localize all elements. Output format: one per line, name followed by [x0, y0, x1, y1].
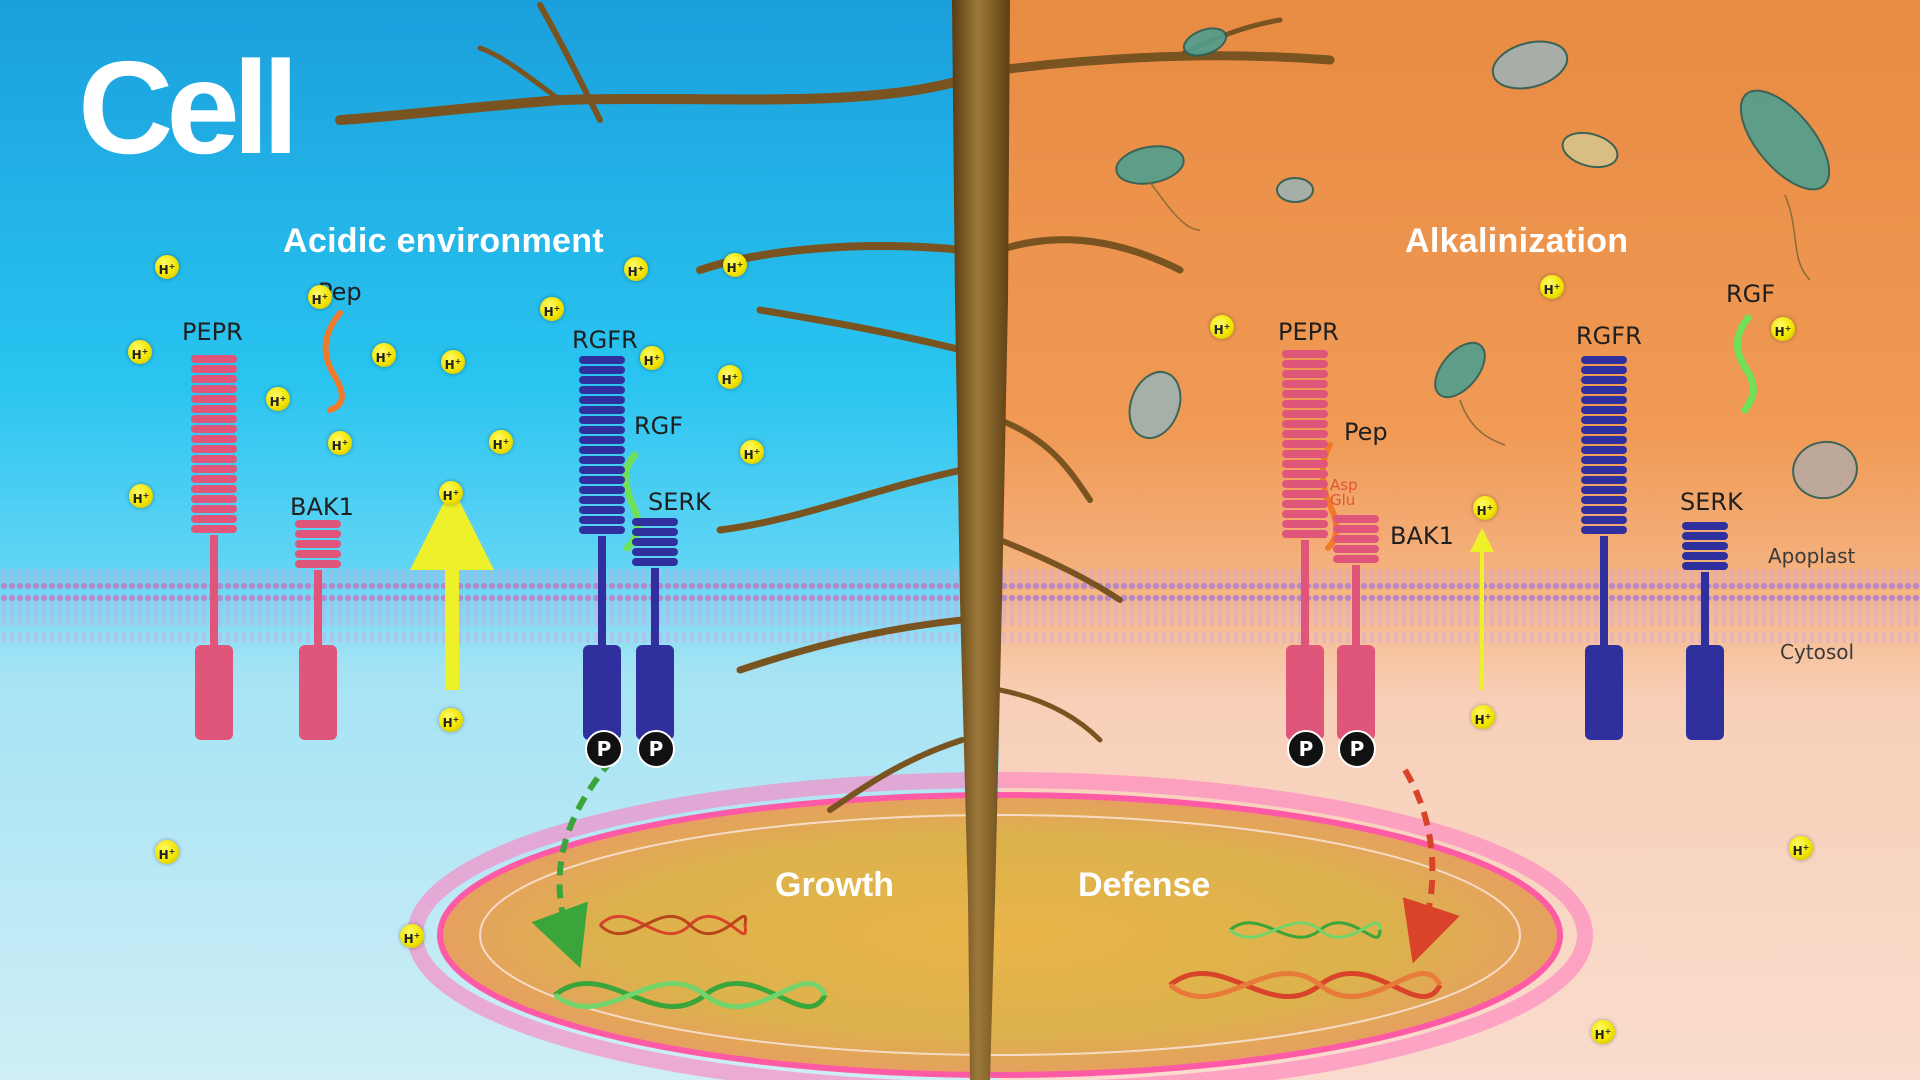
alkalinization-heading: Alkalinization	[1405, 222, 1629, 260]
proton-ion: H+	[723, 253, 747, 277]
rgfr-label-left: RGFR	[572, 326, 638, 354]
phospho-mark-serk-left: P	[637, 730, 675, 768]
proton-ion: H+	[128, 340, 152, 364]
serk-label-right: SERK	[1680, 488, 1743, 516]
proton-ion: H+	[1591, 1020, 1615, 1044]
bacteria	[1115, 27, 1858, 500]
serk-receptor-right	[1682, 522, 1728, 740]
rgfr-receptor-left	[579, 356, 625, 740]
proton-ion: H+	[439, 481, 463, 505]
rgf-label-left: RGF	[634, 412, 684, 440]
bak1-label-right: BAK1	[1390, 522, 1454, 550]
pep-peptide-left	[322, 310, 345, 413]
phospho-mark-rgfr: P	[585, 730, 623, 768]
rgfr-receptor-right	[1581, 356, 1627, 740]
proton-ion: H+	[640, 346, 664, 370]
serk-receptor-left	[632, 518, 678, 740]
cytosol-label: Cytosol	[1780, 640, 1855, 664]
defense-label: Defense	[1078, 866, 1211, 904]
pepr-receptor-left	[191, 355, 237, 740]
proton-ion: H+	[439, 708, 463, 732]
proton-ion: H+	[1771, 317, 1795, 341]
growth-signal-arrow	[531, 758, 615, 969]
bacteria-flagella	[1149, 181, 1811, 446]
pepr-receptor-right	[1282, 350, 1328, 740]
proton-ion: H+	[266, 387, 290, 411]
rgf-peptide-right	[1734, 314, 1757, 414]
pepr-label-right: PEPR	[1278, 318, 1339, 346]
rgf-label-right: RGF	[1726, 280, 1776, 308]
dna-growth-large	[553, 980, 828, 1010]
proton-ion: H+	[400, 924, 424, 948]
proton-ion: H+	[718, 365, 742, 389]
growth-label: Growth	[775, 866, 894, 904]
receptors	[191, 350, 1728, 740]
dna-defense-large	[1168, 970, 1443, 1000]
dna-defense-small	[1229, 921, 1382, 939]
proton-ion: H+	[540, 297, 564, 321]
root-stem	[952, 0, 1010, 1080]
proton-ion: H+	[372, 343, 396, 367]
defense-signal-arrow	[1402, 768, 1460, 964]
proton-ion: H+	[1473, 496, 1497, 520]
proton-ion: H+	[129, 484, 153, 508]
serk-label-left: SERK	[648, 488, 711, 516]
proton-ion: H+	[1471, 705, 1495, 729]
acidic-heading: Acidic environment	[283, 222, 604, 260]
dna-growth-small	[598, 914, 748, 936]
pep-label-right: Pep	[1344, 418, 1388, 446]
proton-ion: H+	[1789, 836, 1813, 860]
bak1-receptor-right	[1333, 515, 1379, 740]
proton-ion: H+	[1210, 315, 1234, 339]
proton-ion: H+	[155, 840, 179, 864]
rgfr-label-right: RGFR	[1576, 322, 1642, 350]
bak1-label-left: BAK1	[290, 493, 354, 521]
proton-ion: H+	[624, 257, 648, 281]
apoplast-label: Apoplast	[1768, 544, 1856, 568]
proton-ion: H+	[328, 431, 352, 455]
phospho-mark-bak1: P	[1338, 730, 1376, 768]
bak1-receptor-left	[295, 520, 341, 740]
phospho-mark-pepr: P	[1287, 730, 1325, 768]
pepr-label-left: PEPR	[182, 318, 243, 346]
asp-glu-label: Asp Glu	[1330, 476, 1358, 509]
proton-ion: H+	[1540, 275, 1564, 299]
proton-ion: H+	[441, 350, 465, 374]
proton-ion: H+	[489, 430, 513, 454]
proton-ion: H+	[740, 440, 764, 464]
proton-ion: H+	[308, 285, 332, 309]
journal-logo: Cell	[78, 34, 299, 181]
proton-ion: H+	[155, 255, 179, 279]
